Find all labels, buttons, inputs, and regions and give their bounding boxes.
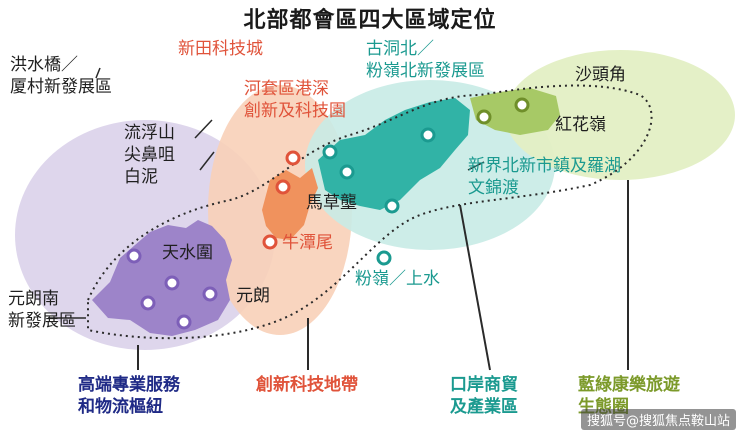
label-sha-tau-kok: 沙頭角 bbox=[575, 65, 626, 85]
label-lok-ma-chau: 馬草壟 bbox=[306, 193, 357, 213]
green-land bbox=[470, 88, 560, 135]
marker-yuen-long-south[interactable] bbox=[140, 295, 156, 311]
label-hongshuiqiao-line2: 厦村新發展區 bbox=[10, 77, 112, 97]
marker-yuen-long-south-2[interactable] bbox=[176, 314, 192, 330]
label-tin-shui-wai: 天水圍 bbox=[162, 243, 213, 263]
label-loop-line2: 創新及科技園 bbox=[244, 101, 346, 121]
purple-land bbox=[92, 220, 232, 336]
category-port: 口岸商貿 及產業區 bbox=[450, 374, 518, 418]
label-lau-fau-shan-line3: 白泥 bbox=[124, 167, 158, 187]
category-port-line1: 口岸商貿 bbox=[450, 375, 518, 395]
marker-hung-fa-leng[interactable] bbox=[476, 109, 492, 125]
category-hub: 高端專業服務 和物流樞紐 bbox=[78, 374, 180, 418]
label-connectors bbox=[48, 67, 485, 319]
label-san-tin: 新田科技城 bbox=[178, 39, 263, 59]
marker-kwu-tung[interactable] bbox=[420, 127, 436, 143]
category-port-line2: 及產業區 bbox=[450, 397, 518, 417]
label-yuen-long-south-line1: 元朗南 bbox=[8, 289, 59, 309]
label-fanling: 粉嶺／上水 bbox=[355, 269, 440, 289]
label-nt-north-line1: 新界北新市鎮及羅湖 bbox=[468, 156, 621, 176]
marker-tin-shui-wai-2[interactable] bbox=[164, 275, 180, 291]
marker-sha-tau-kok[interactable] bbox=[514, 97, 530, 113]
label-hongshuiqiao-line1: 洪水橋／ bbox=[10, 55, 78, 75]
metropolis-boundary bbox=[87, 84, 653, 340]
marker-ngau-tam-mei[interactable] bbox=[262, 234, 278, 250]
marker-ma-cao-long[interactable] bbox=[339, 164, 355, 180]
port-leader bbox=[459, 204, 491, 371]
site-markers bbox=[126, 97, 530, 330]
map-title: 北部都會區四大區域定位 bbox=[243, 8, 497, 33]
marker-san-tin[interactable] bbox=[285, 150, 301, 166]
marker-loop[interactable] bbox=[275, 179, 291, 195]
marker-fanling[interactable] bbox=[376, 250, 392, 266]
category-eco-line1: 藍綠康樂旅遊 bbox=[578, 375, 680, 395]
label-loop: 河套區港深 創新及科技園 bbox=[244, 78, 346, 122]
category-hub-line2: 和物流樞紐 bbox=[78, 397, 163, 417]
label-hung-fa-leng: 紅花嶺 bbox=[555, 115, 606, 135]
label-lau-fau-shan-line2: 尖鼻咀 bbox=[124, 145, 175, 165]
marker-yuen-long[interactable] bbox=[202, 286, 218, 302]
label-lau-fau-shan-line1: 流浮山 bbox=[124, 123, 175, 143]
label-kwu-tung-line1: 古洞北／ bbox=[366, 39, 434, 59]
category-innovation: 創新科技地帶 bbox=[256, 375, 358, 395]
marker-tin-shui-wai[interactable] bbox=[126, 248, 142, 264]
watermark: 搜狐号@搜狐焦点鞍山站 bbox=[580, 409, 736, 430]
green-zone-halo bbox=[505, 50, 735, 180]
category-hub-line1: 高端專業服務 bbox=[78, 375, 180, 395]
label-kwu-tung-line2: 粉嶺北新發展區 bbox=[366, 61, 485, 81]
marker-fanling-north[interactable] bbox=[384, 198, 400, 214]
label-kwu-tung: 古洞北／ 粉嶺北新發展區 bbox=[366, 38, 485, 82]
teal-land bbox=[318, 98, 470, 210]
label-loop-line1: 河套區港深 bbox=[244, 79, 329, 99]
label-nt-north-line2: 文錦渡 bbox=[468, 178, 519, 198]
marker-lok-ma-chau[interactable] bbox=[322, 144, 338, 160]
label-ngau-tam-mei: 牛潭尾 bbox=[282, 233, 333, 253]
label-hongshuiqiao: 洪水橋／ 厦村新發展區 bbox=[10, 54, 112, 98]
label-yuen-long-south-line2: 新發展區 bbox=[8, 311, 76, 331]
label-lau-fau-shan: 流浮山 尖鼻咀 白泥 bbox=[124, 122, 175, 188]
label-yuen-long: 元朗 bbox=[236, 286, 270, 306]
label-new-territories-north: 新界北新市鎮及羅湖 文錦渡 bbox=[468, 155, 621, 199]
label-yuen-long-south: 元朗南 新發展區 bbox=[8, 288, 76, 332]
